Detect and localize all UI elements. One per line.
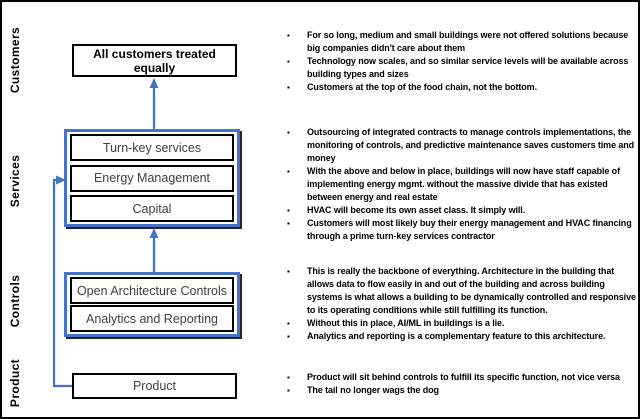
row-label-services: Services	[8, 154, 22, 208]
controls-group: Open Architecture Controls Analytics and…	[64, 272, 240, 337]
bullet-item: This is really the backbone of everythin…	[285, 265, 637, 317]
box-capital: Capital	[70, 195, 234, 222]
arrowhead-up-customers	[149, 78, 159, 88]
row-label-customers: Customers	[8, 26, 22, 94]
bullet-item: Customers at the top of the food chain, …	[285, 81, 637, 94]
services-group: Turn-key services Energy Management Capi…	[64, 129, 240, 227]
bullet-item: With the above and below in place, build…	[285, 165, 637, 204]
bullet-item: Product will sit behind controls to fulf…	[285, 371, 637, 384]
bullet-item: Customers will most likely buy their ene…	[285, 217, 637, 243]
box-product: Product	[72, 373, 237, 399]
customers-bullet-list: For so long, medium and small buildings …	[285, 29, 637, 94]
box-analytics-and-reporting: Analytics and Reporting	[70, 305, 234, 332]
bullet-item: HVAC will become its own asset class. It…	[285, 204, 637, 217]
box-energy-management: Energy Management	[70, 164, 234, 192]
bullet-item: For so long, medium and small buildings …	[285, 29, 637, 55]
services-bullet-list: Outsourcing of integrated contracts to m…	[285, 126, 637, 243]
bullet-item: Without this in place, AI/ML in building…	[285, 317, 637, 330]
product-bullet-list: Product will sit behind controls to fulf…	[285, 371, 637, 397]
box-open-architecture-controls: Open Architecture Controls	[70, 277, 234, 304]
box-all-customers-treated-equally: All customers treated equally	[72, 44, 237, 77]
bullet-item: The tail no longer wags the dog	[285, 384, 637, 397]
bullet-item: Analytics and reporting is a complementa…	[285, 330, 637, 343]
box-turn-key-services: Turn-key services	[70, 134, 234, 161]
arrowhead-up-services	[149, 228, 159, 238]
row-label-product: Product	[8, 358, 22, 408]
bullet-item: Technology now scales, and so similar se…	[285, 55, 637, 81]
controls-bullet-list: This is really the backbone of everythin…	[285, 265, 637, 343]
bullet-item: Outsourcing of integrated contracts to m…	[285, 126, 637, 165]
